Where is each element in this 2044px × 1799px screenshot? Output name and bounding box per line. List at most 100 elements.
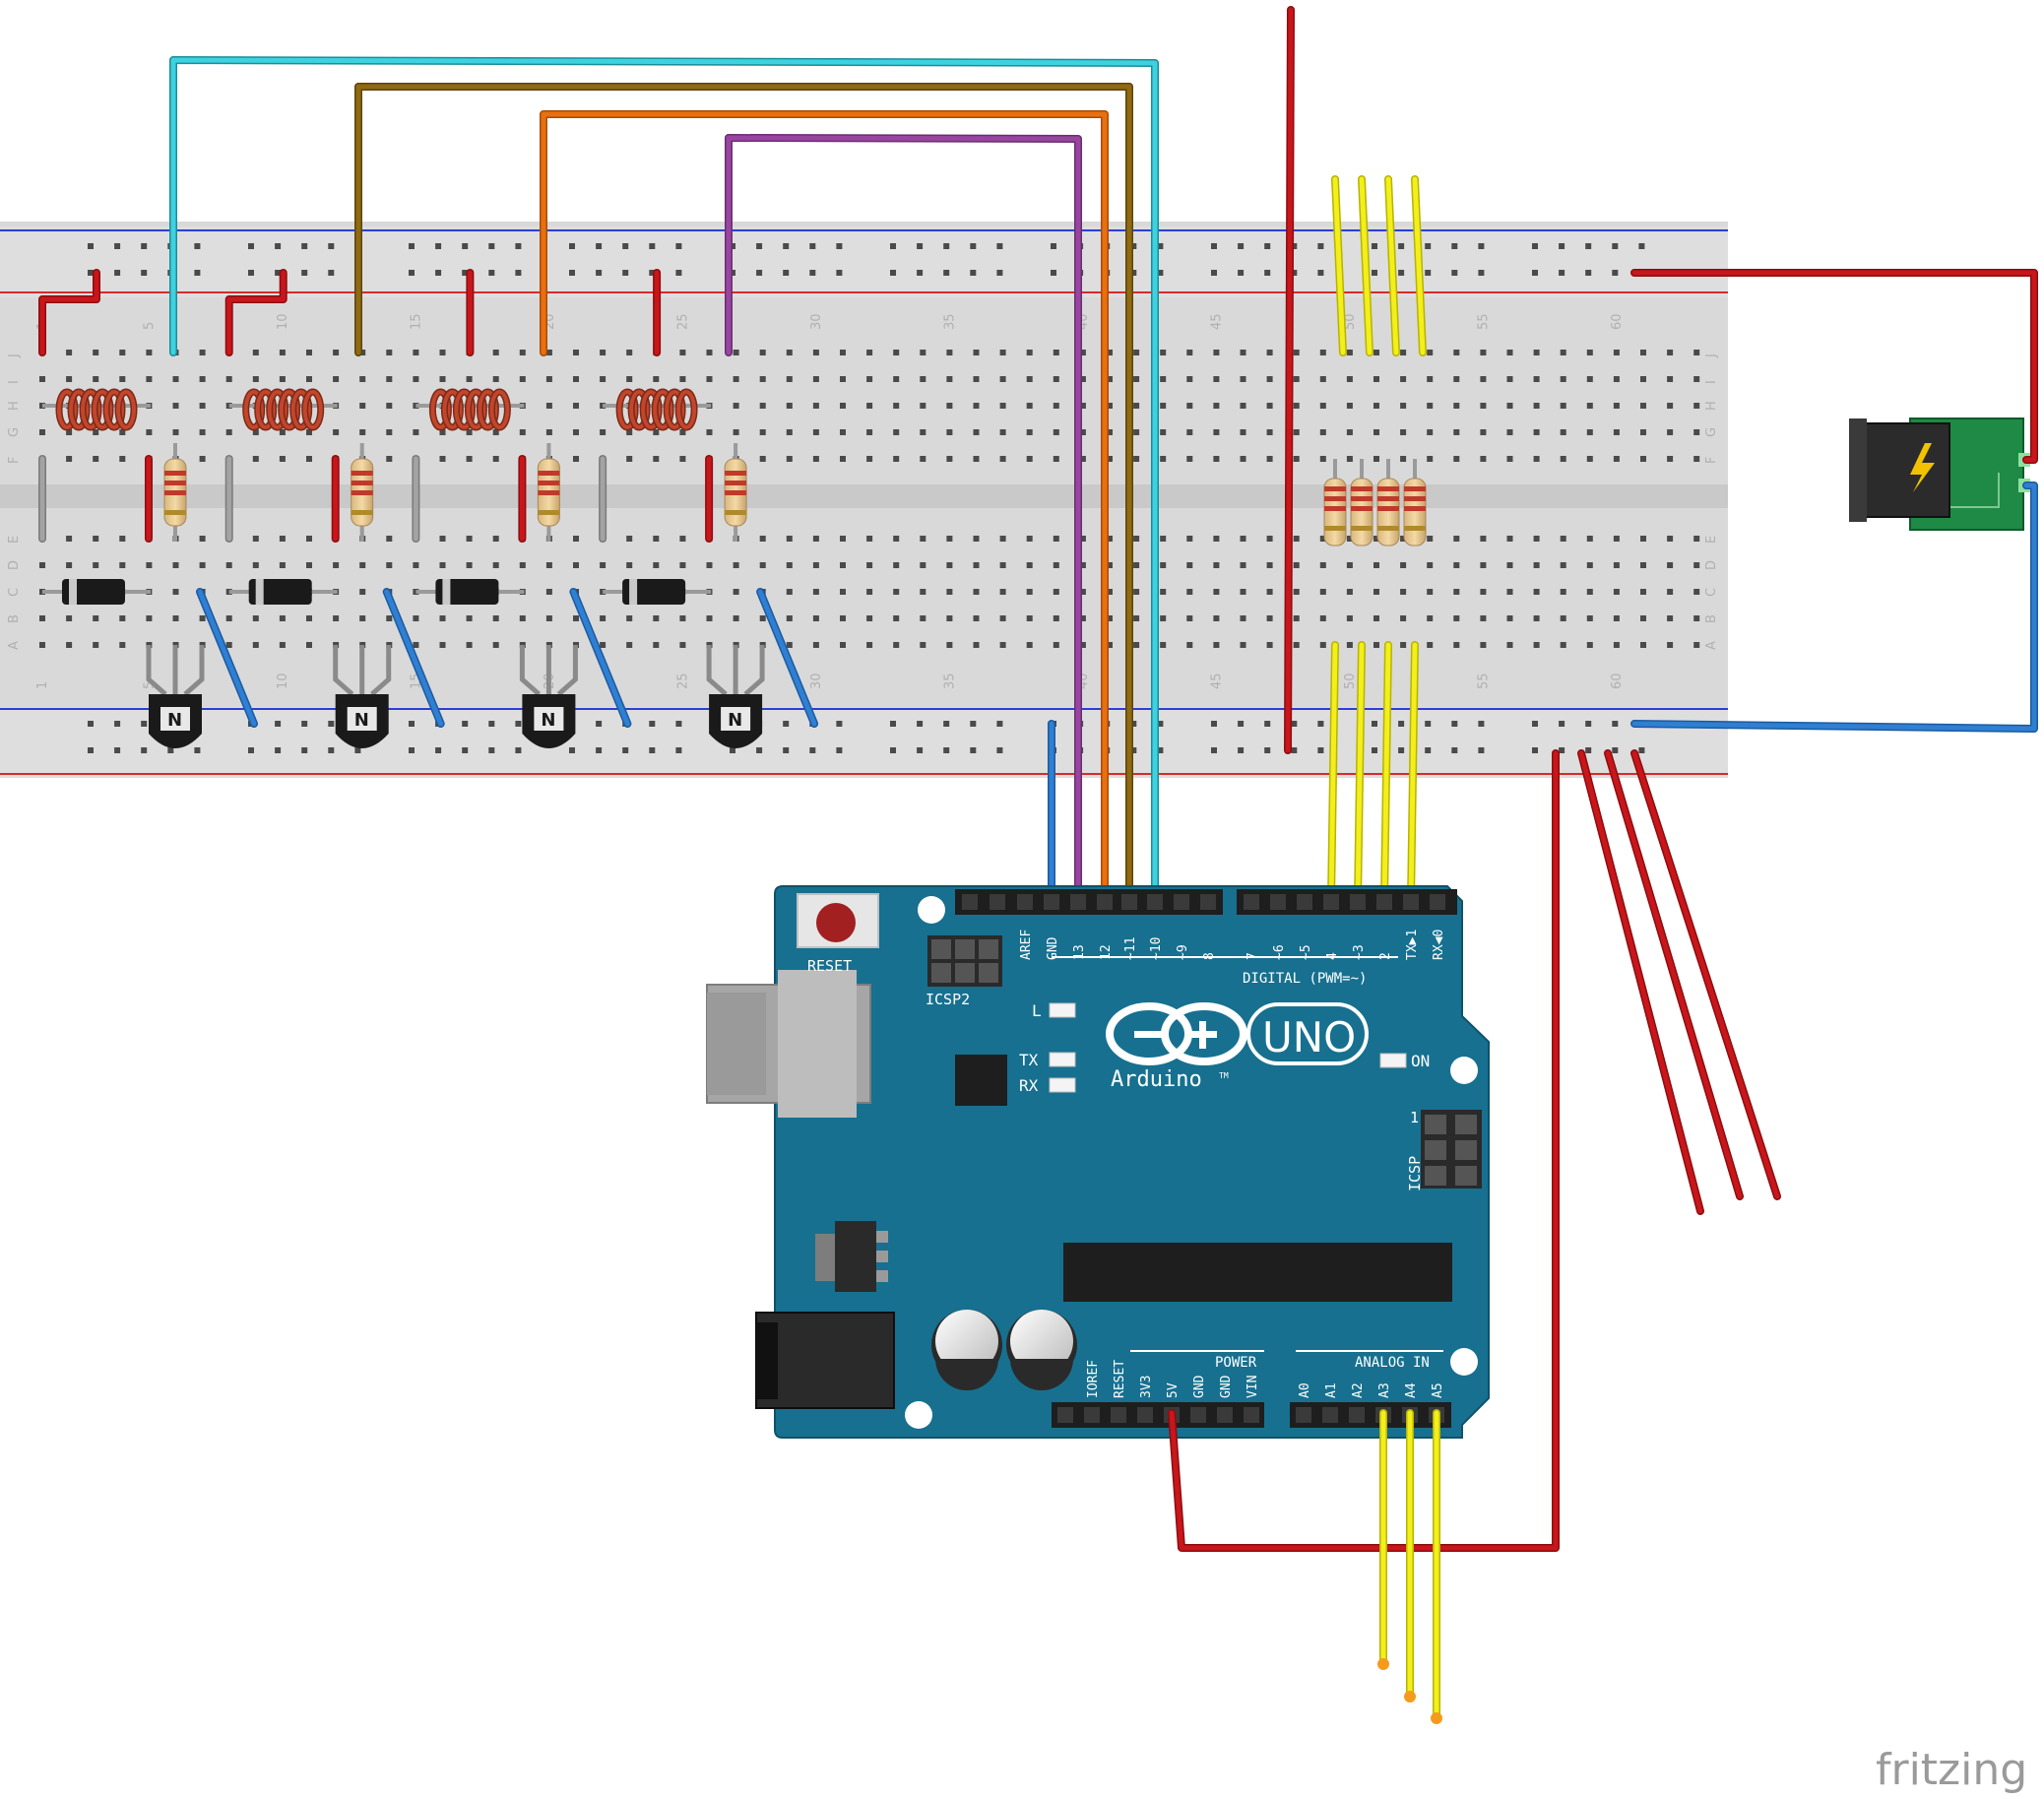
breadboard-hole [1107, 615, 1113, 621]
breadboard-hole [1667, 403, 1674, 409]
breadboard-hole [1293, 536, 1300, 542]
breadboard-hole [626, 562, 633, 568]
npn-transistor: N [146, 645, 205, 748]
rail-hole [488, 747, 495, 753]
rail-hole [114, 243, 121, 249]
breadboard-hole [1453, 376, 1460, 382]
breadboard-hole [893, 429, 900, 435]
breadboard-hole [1160, 562, 1167, 568]
breadboard-hole [706, 562, 713, 568]
breadboard-hole [386, 536, 393, 542]
transistor-marking: N [728, 710, 742, 731]
column-number-top: 25 [675, 313, 690, 330]
breadboard-hole [653, 562, 660, 568]
breadboard-hole [866, 562, 873, 568]
rail-hole [488, 243, 495, 249]
rail-hole [1130, 270, 1137, 276]
breadboard-hole [146, 562, 153, 568]
breadboard-hole [946, 350, 953, 355]
rail-hole [88, 721, 94, 727]
column-number-top: 30 [809, 313, 824, 330]
breadboard-hole [1453, 562, 1460, 568]
breadboard-hole [759, 536, 766, 542]
breadboard-hole [1533, 403, 1540, 409]
rail-hole [1585, 747, 1592, 753]
column-number-bottom: 25 [675, 673, 690, 689]
breadboard-hole [1160, 615, 1167, 621]
header-pin [1190, 1407, 1206, 1423]
breadboard-hole [1213, 403, 1220, 409]
breadboard-hole [706, 429, 713, 435]
rail-hole [890, 243, 896, 249]
row-letter: F [1704, 457, 1719, 464]
rail-hole [1425, 747, 1432, 753]
breadboard-hole [93, 350, 99, 355]
digital-pin-label: TX▶1 [1405, 930, 1420, 960]
rail-hole [1638, 243, 1645, 249]
breadboard-hole [679, 376, 686, 382]
header-pin [1097, 894, 1113, 910]
breadboard-hole [359, 562, 366, 568]
breadboard-hole [812, 642, 819, 648]
breadboard-hole [1640, 350, 1646, 355]
row-letter: D [1704, 560, 1719, 570]
rail-hole [194, 747, 201, 753]
breadboard-hole [1506, 376, 1513, 382]
rail-hole [649, 721, 656, 727]
power-pin-label: VIN [1246, 1376, 1260, 1398]
breadboard-hole [1560, 562, 1566, 568]
breadboard-hole [1026, 456, 1033, 462]
header-pin [1350, 894, 1366, 910]
breadboard-hole [1506, 562, 1513, 568]
icsp-header [1421, 1110, 1482, 1189]
breadboard-hole [1427, 642, 1434, 648]
breadboard-hole [172, 429, 179, 435]
yellow-wire-bottom-core [1381, 642, 1391, 904]
breadboard-hole [119, 456, 126, 462]
breadboard-hole [1427, 403, 1434, 409]
breadboard-hole [920, 350, 926, 355]
row-letter: B [7, 614, 22, 623]
rail-hole [943, 243, 950, 249]
breadboard-hole [1213, 376, 1220, 382]
rail-hole [88, 270, 94, 276]
breadboard-hole [172, 615, 179, 621]
analog-pin-label: A4 [1404, 1382, 1419, 1398]
breadboard-hole [973, 456, 980, 462]
usb-b-connector-face [707, 993, 766, 1095]
breadboard-hole [573, 536, 579, 542]
rail-hole [1451, 721, 1458, 727]
rail-hole [141, 747, 148, 753]
rail-hole [1372, 243, 1377, 249]
reset-button-cap[interactable] [816, 903, 856, 942]
arduino-tm-text: TM [1219, 1071, 1229, 1080]
breadboard-hole [1613, 376, 1620, 382]
digital-pin-label: ~10 [1149, 937, 1164, 960]
row-letter: I [1704, 380, 1719, 384]
reset-label: RESET [807, 957, 852, 975]
breadboard-top-rail-area [0, 226, 1728, 297]
digital-pin-label: ~11 [1123, 937, 1138, 960]
breadboard-hole [119, 376, 126, 382]
rail-hole [1130, 721, 1137, 727]
breadboard-hole [733, 376, 739, 382]
breadboard-hole [333, 615, 340, 621]
rail-hole [1612, 270, 1619, 276]
breadboard-hole [973, 642, 980, 648]
breadboard-hole [1480, 350, 1487, 355]
rail-hole [275, 721, 282, 727]
row-letter: B [1704, 614, 1719, 623]
rail-hole [809, 243, 816, 249]
rail-hole [836, 243, 843, 249]
analog-pin-label: A2 [1351, 1382, 1366, 1398]
breadboard-hole [359, 615, 366, 621]
breadboard-hole [492, 536, 499, 542]
breadboard-hole [199, 562, 206, 568]
breadboard-hole [1186, 536, 1193, 542]
breadboard-hole [1160, 456, 1167, 462]
breadboard-hole [1373, 429, 1379, 435]
row-letter: E [1704, 536, 1719, 544]
breadboard-hole [1613, 350, 1620, 355]
column-number-bottom: 50 [1343, 673, 1358, 689]
breadboard-hole [119, 562, 126, 568]
